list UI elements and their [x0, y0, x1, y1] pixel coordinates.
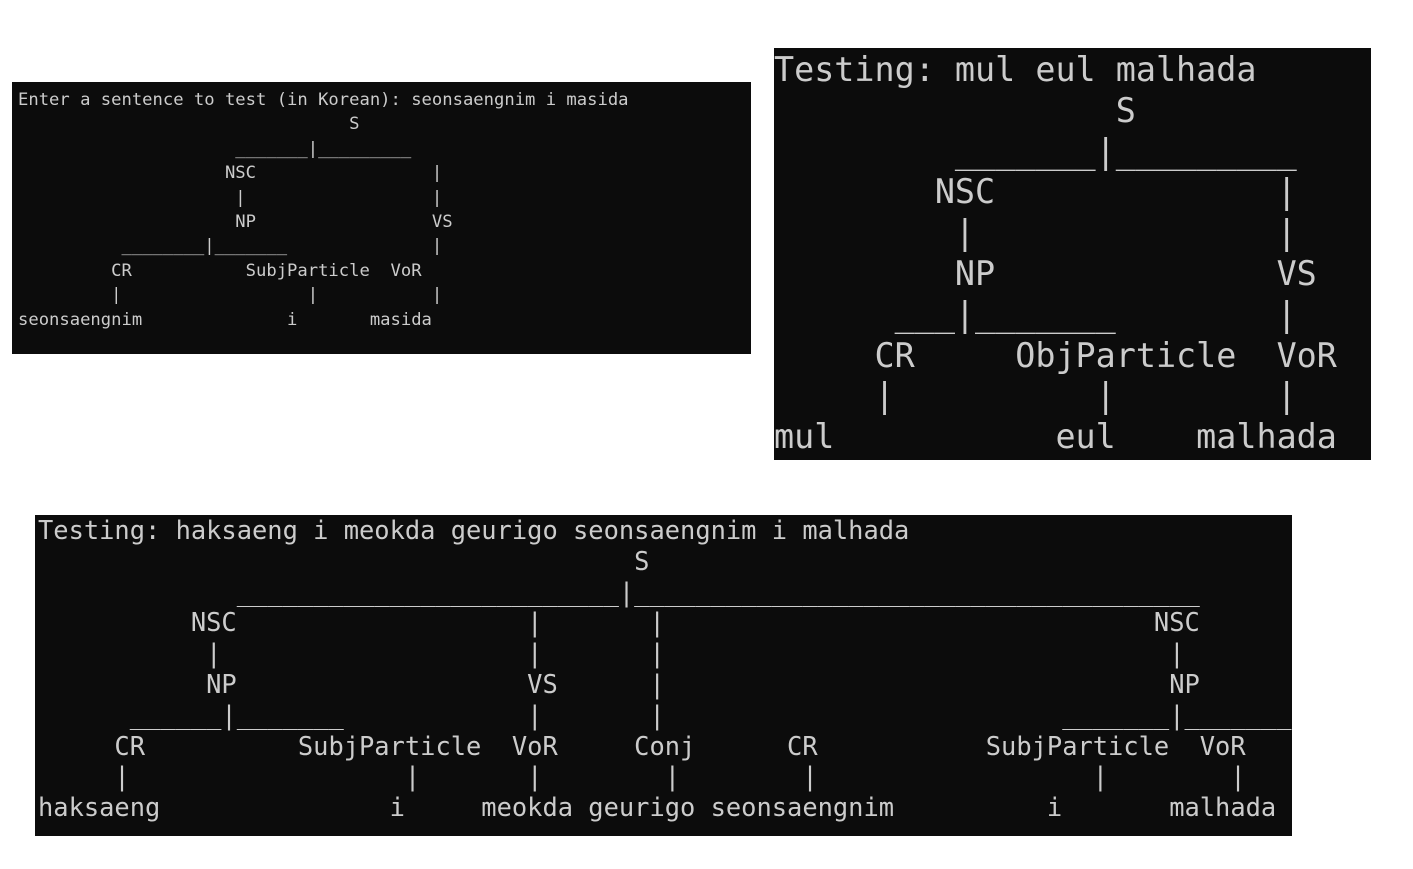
parse-tree-output-3: Testing: haksaeng i meokda geurigo seons…: [38, 515, 1292, 823]
terminal-line: NP VS: [774, 253, 1317, 293]
terminal-window-2: Testing: mul eul malhada S _______|_____…: [774, 48, 1371, 460]
terminal-line: ________|_______ |: [18, 236, 443, 257]
terminal-line: S: [774, 90, 1136, 130]
parse-tree-output-2: Testing: mul eul malhada S _______|_____…: [774, 50, 1371, 458]
terminal-line: NSC |: [774, 172, 1297, 212]
terminal-line: NP VS | NP VS: [206, 668, 1200, 699]
terminal-line: _________________________|______________…: [38, 576, 1200, 607]
terminal-line: CR SubjParticle VoR Conj CR SubjParticle…: [38, 730, 1246, 761]
terminal-line: | |: [774, 213, 1297, 253]
terminal-line: ___|_______ |: [774, 294, 1297, 334]
terminal-line: CR ObjParticle VoR: [774, 335, 1337, 375]
terminal-line: _______|_________: [774, 131, 1297, 171]
terminal-line: haksaeng i meokda geurigo seonsaengnim i…: [38, 792, 1277, 823]
terminal-line: Testing: haksaeng i meokda geurigo seons…: [38, 515, 910, 545]
terminal-line: _______|_________: [18, 138, 412, 159]
terminal-line: | | |: [18, 285, 443, 306]
terminal-line: CR SubjParticle VoR: [18, 260, 422, 281]
parse-tree-output-1: Enter a sentence to test (in Korean): se…: [18, 88, 751, 332]
terminal-line: mul eul malhada: [774, 417, 1337, 457]
terminal-line: S: [18, 114, 360, 135]
terminal-window-3: Testing: haksaeng i meokda geurigo seons…: [35, 515, 1292, 836]
terminal-line: seonsaengnim i masida: [18, 309, 432, 330]
terminal-window-1: Enter a sentence to test (in Korean): se…: [12, 82, 751, 354]
terminal-line: | |: [18, 187, 443, 208]
terminal-line: | | | | | | |: [38, 761, 1246, 792]
terminal-line: Enter a sentence to test (in Korean): se…: [18, 90, 629, 110]
terminal-line: Testing: mul eul malhada: [774, 50, 1257, 89]
terminal-line: | | |: [774, 376, 1297, 416]
terminal-line: NSC | | NSC |: [190, 607, 1200, 638]
terminal-line: | | | | |: [206, 638, 1185, 669]
terminal-line: NP VS: [18, 212, 453, 233]
terminal-line: NSC |: [18, 163, 443, 184]
terminal-line: S: [38, 545, 650, 576]
terminal-line: ______|_______ | | _______|_______ |: [129, 699, 1292, 730]
